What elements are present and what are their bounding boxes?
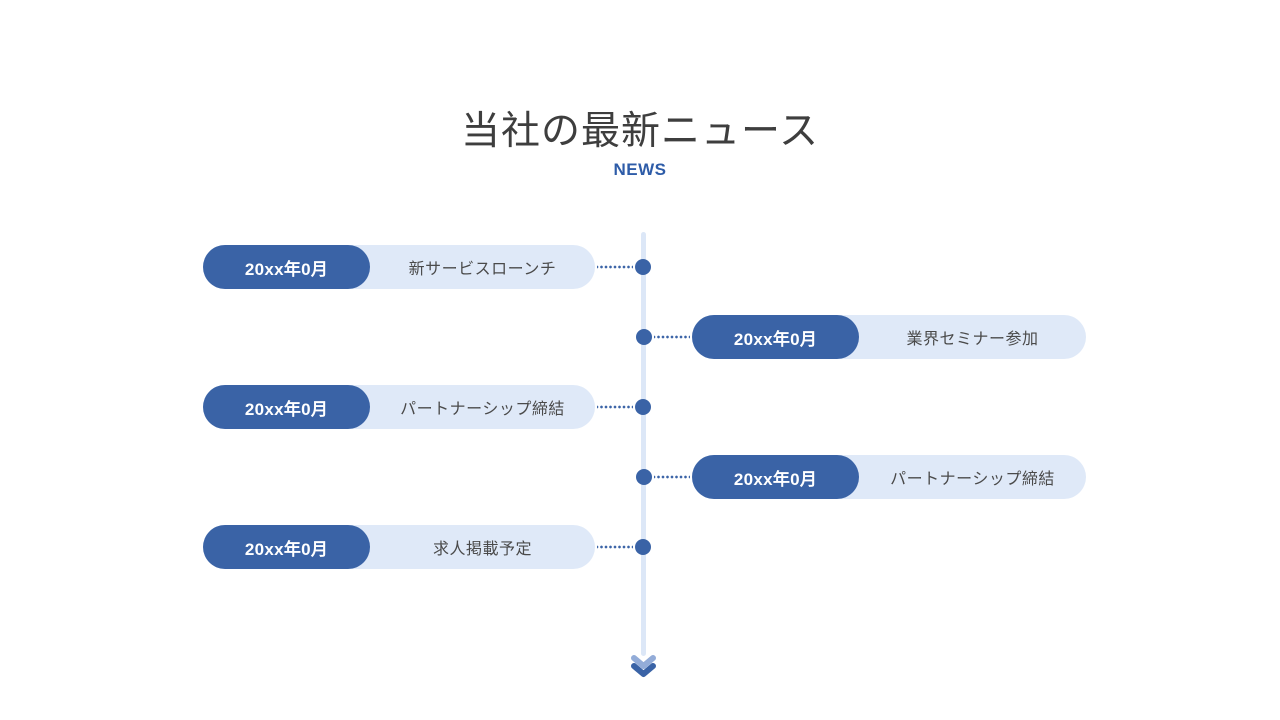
date-pill: 20xx年0月 <box>203 385 370 429</box>
dotted-connector <box>597 265 633 269</box>
page-title: 当社の最新ニュース <box>460 110 820 153</box>
timeline-item: 20xx年0月 新サービスローンチ <box>203 245 651 289</box>
timeline-line <box>641 232 646 656</box>
news-bubble: 20xx年0月 パートナーシップ締結 <box>203 385 595 429</box>
date-pill: 20xx年0月 <box>203 525 370 569</box>
item-label: 求人掲載予定 <box>432 541 532 558</box>
item-label: 業界セミナー参加 <box>906 331 1039 348</box>
news-bubble: 20xx年0月 業界セミナー参加 <box>692 315 1086 359</box>
news-bubble: 20xx年0月 パートナーシップ締結 <box>692 455 1086 499</box>
timeline-dot <box>636 469 652 485</box>
timeline-dot <box>635 399 651 415</box>
item-label: パートナーシップ締結 <box>400 401 565 418</box>
timeline-dot <box>635 259 651 275</box>
item-label: 新サービスローンチ <box>408 261 557 278</box>
date-pill: 20xx年0月 <box>203 245 370 289</box>
page-subtitle: NEWS <box>613 160 667 179</box>
dotted-connector <box>654 335 690 339</box>
arrow-down-icon <box>630 655 657 679</box>
timeline-item: 20xx年0月 パートナーシップ締結 <box>636 455 1086 499</box>
news-bubble: 20xx年0月 求人掲載予定 <box>203 525 595 569</box>
dotted-connector <box>597 545 633 549</box>
timeline-dot <box>636 329 652 345</box>
timeline-item: 20xx年0月 業界セミナー参加 <box>636 315 1086 359</box>
dotted-connector <box>597 405 633 409</box>
item-label: パートナーシップ締結 <box>890 471 1055 488</box>
timeline-dot <box>635 539 651 555</box>
date-pill: 20xx年0月 <box>692 315 859 359</box>
date-pill: 20xx年0月 <box>692 455 859 499</box>
timeline-item: 20xx年0月 求人掲載予定 <box>203 525 651 569</box>
timeline-item: 20xx年0月 パートナーシップ締結 <box>203 385 651 429</box>
dotted-connector <box>654 475 690 479</box>
news-bubble: 20xx年0月 新サービスローンチ <box>203 245 595 289</box>
